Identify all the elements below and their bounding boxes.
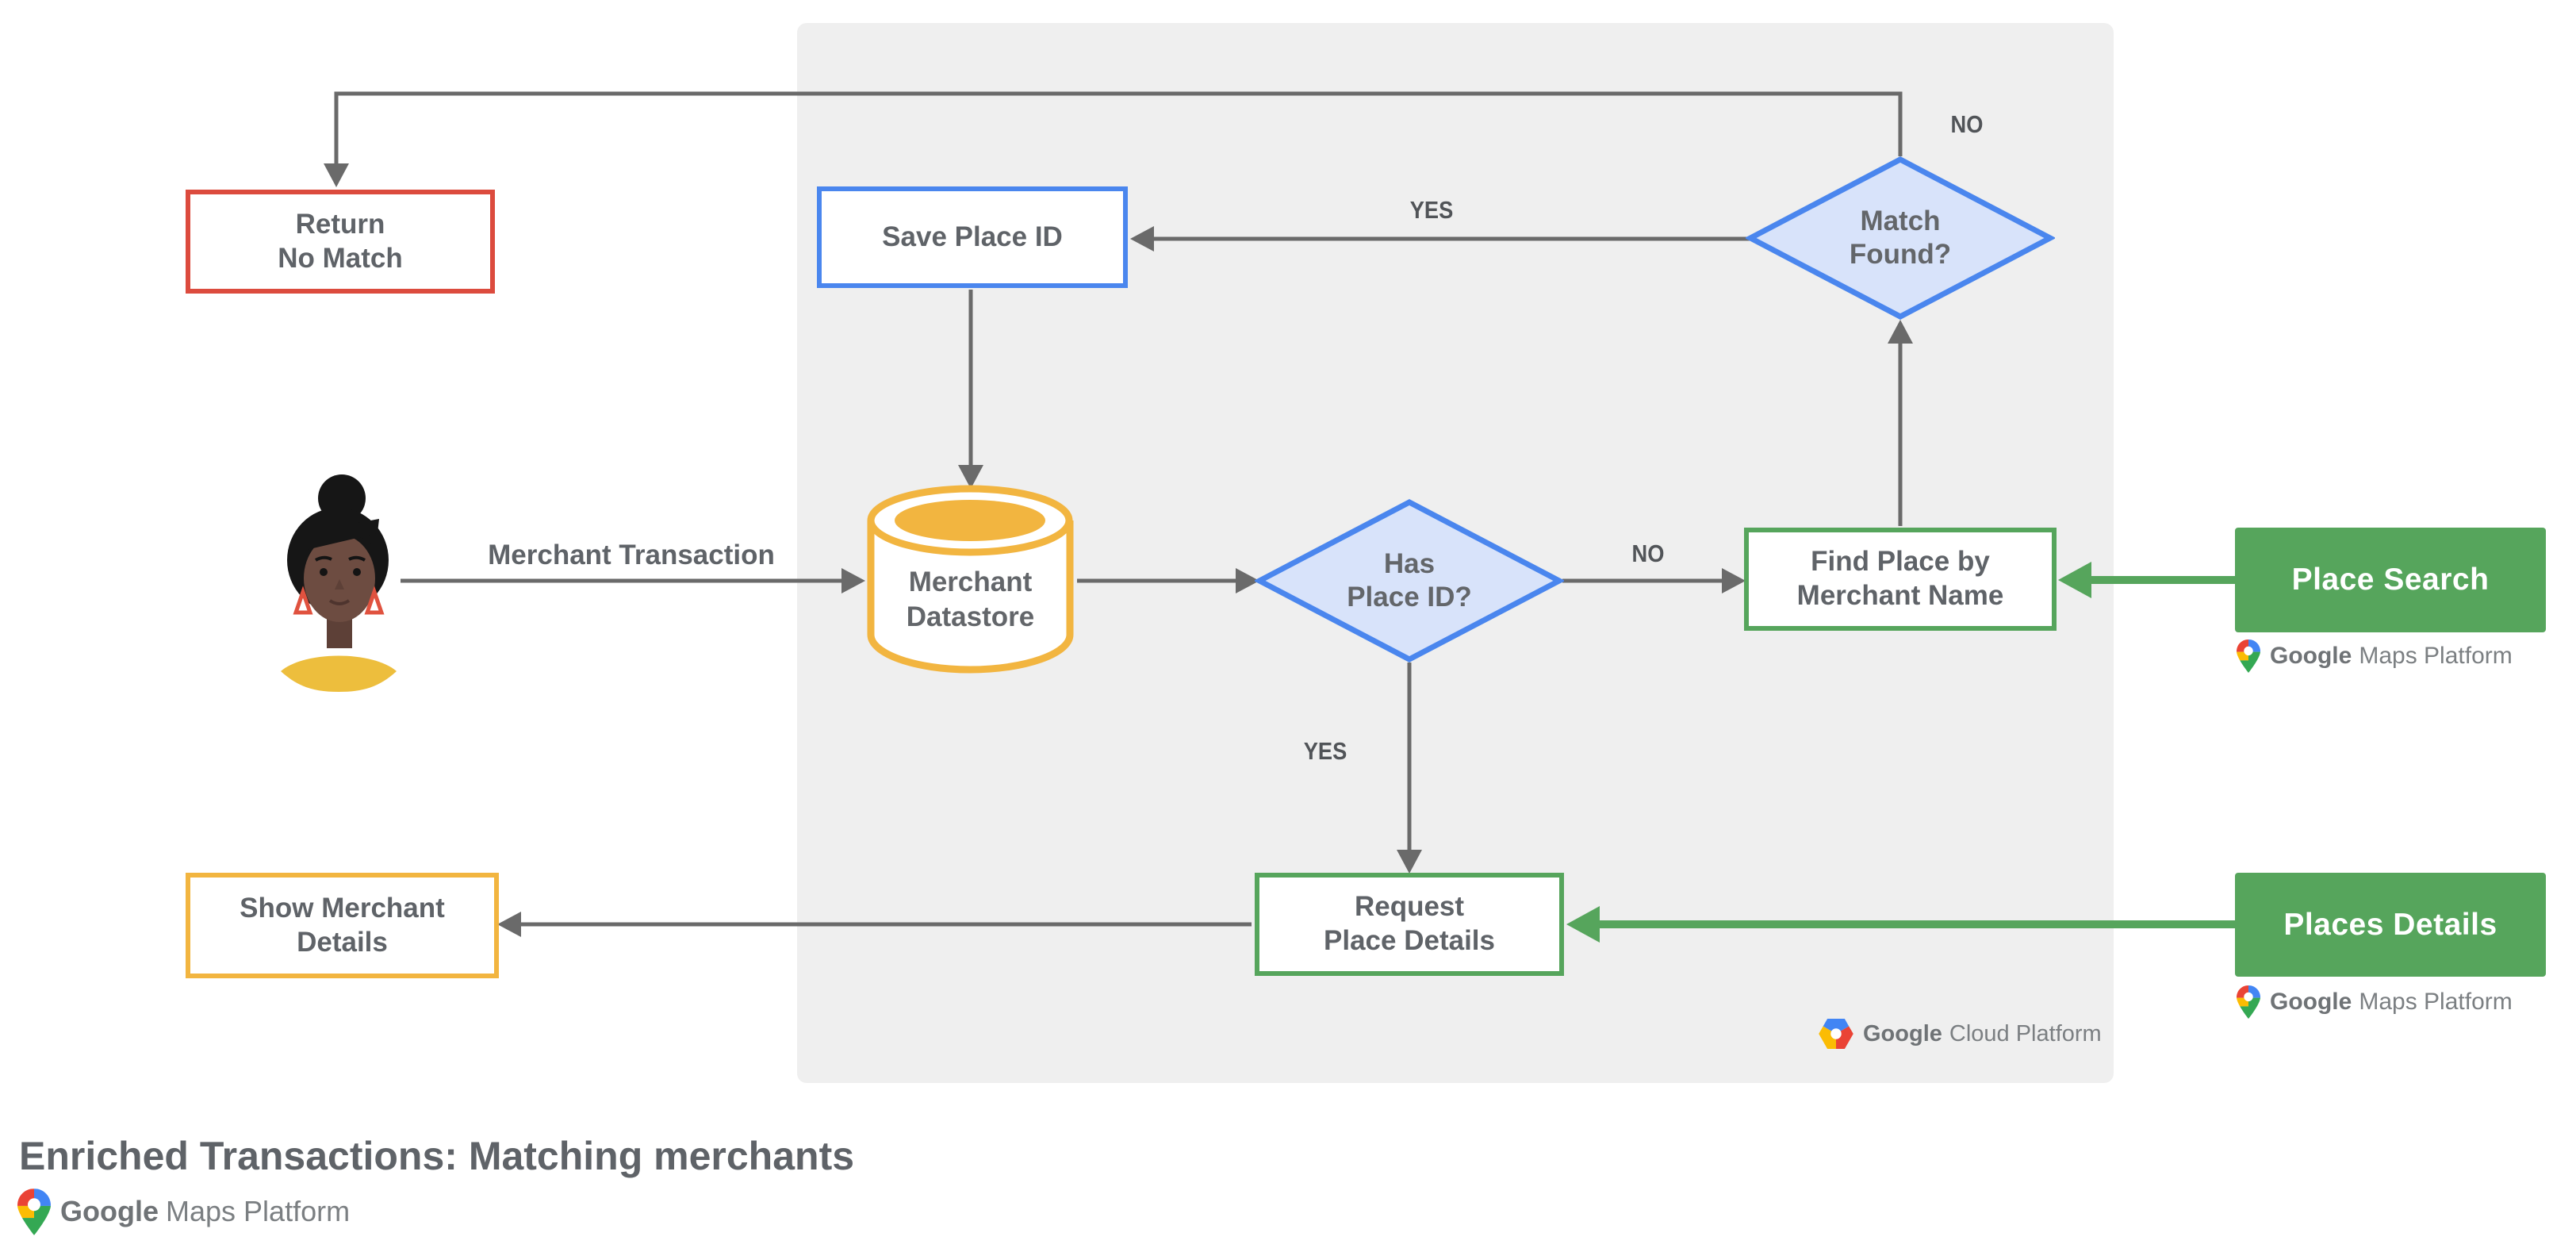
places-details-api-node: Places Details — [2235, 873, 2546, 977]
save-place-id-node: Save Place ID — [817, 186, 1128, 288]
maps-logo-product: Maps Platform — [2359, 643, 2513, 669]
person-avatar-icon — [281, 474, 397, 692]
diamond-shape-icon — [1255, 499, 1564, 662]
merchant-datastore-label: Merchant Datastore — [906, 566, 1035, 632]
diamond-shape-icon — [1746, 156, 2055, 320]
maps-pin-icon — [2237, 639, 2260, 673]
place-search-api-node: Place Search — [2235, 528, 2546, 632]
maps-logo-product: Maps Platform — [2359, 989, 2513, 1015]
return-no-match-label: Return No Match — [278, 208, 403, 274]
merchant-datastore-node: Merchant Datastore — [865, 482, 1075, 674]
edge-label-no-match: NO — [1950, 110, 1984, 138]
maps-logo-product: Maps Platform — [166, 1195, 351, 1227]
diagram-title: Enriched Transactions: Matching merchant… — [19, 1134, 855, 1178]
maps-logo-brand: Google — [2270, 643, 2352, 669]
maps-platform-logo-places-details: Google Maps Platform — [2237, 983, 2513, 1021]
places-details-label: Places Details — [2283, 907, 2497, 942]
match-found-label: Match Found? — [1849, 205, 1952, 270]
find-place-label: Find Place by Merchant Name — [1796, 546, 2004, 611]
cloud-hexagon-icon — [1819, 1019, 1853, 1049]
maps-platform-logo-place-search: Google Maps Platform — [2237, 637, 2513, 675]
place-search-label: Place Search — [2291, 563, 2490, 597]
maps-pin-icon — [17, 1188, 51, 1235]
return-no-match-node: Return No Match — [186, 190, 495, 294]
find-place-node: Find Place by Merchant Name — [1744, 528, 2057, 631]
has-place-id-label: Has Place ID? — [1347, 548, 1472, 613]
customer-avatar — [276, 471, 401, 693]
match-found-decision: Match Found? — [1746, 155, 2055, 321]
google-cloud-platform-logo: Google Cloud Platform — [1819, 1018, 2102, 1050]
maps-pin-icon — [2237, 985, 2260, 1019]
request-place-details-node: Request Place Details — [1255, 873, 1564, 976]
cloud-logo-product: Cloud Platform — [1949, 1020, 2102, 1047]
maps-platform-logo-footer: Google Maps Platform — [17, 1187, 350, 1236]
database-cylinder-icon — [867, 485, 1074, 674]
cloud-logo-brand: Google — [1863, 1020, 1942, 1047]
maps-logo-brand: Google — [2270, 989, 2352, 1015]
edge-label-yes-match: YES — [1409, 196, 1454, 224]
save-place-id-label: Save Place ID — [882, 221, 1063, 252]
edge-label-no-hasplaceid: NO — [1631, 540, 1665, 567]
edge-label-yes-hasplaceid: YES — [1303, 737, 1347, 765]
request-place-details-label: Request Place Details — [1324, 891, 1495, 956]
show-merchant-details-label: Show Merchant Details — [240, 892, 445, 958]
maps-logo-brand: Google — [60, 1195, 159, 1227]
merchant-transaction-label: Merchant Transaction — [488, 540, 775, 570]
show-merchant-details-node: Show Merchant Details — [186, 873, 499, 978]
has-place-id-decision: Has Place ID? — [1255, 497, 1564, 664]
